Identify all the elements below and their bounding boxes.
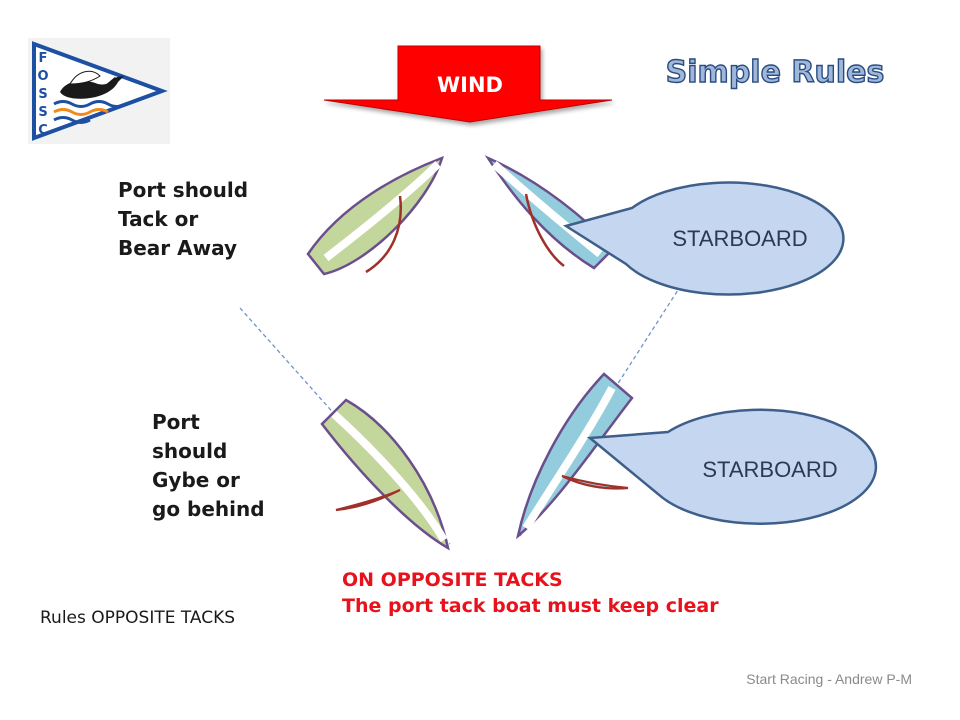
starboard-callout-top: STARBOARD: [562, 181, 845, 296]
starboard-boat-top-sail: [524, 193, 565, 267]
goose-icon: [60, 70, 124, 99]
rule-heading: ON OPPOSITE TACKS: [342, 569, 563, 591]
rule-statement: ON OPPOSITE TACKS The port tack boat mus…: [342, 567, 719, 619]
label-line: Bear Away: [118, 236, 238, 260]
starboard-callout-top-text: STARBOARD: [672, 226, 807, 251]
label-line: go behind: [152, 497, 265, 521]
label-line: Gybe or: [152, 468, 240, 492]
club-logo: F O S S C: [28, 38, 170, 144]
logo-letter: O: [37, 69, 48, 84]
footer-credit: Start Racing - Andrew P-M: [746, 671, 912, 687]
port-boat-bottom-deck-stripe: [331, 411, 448, 543]
starboard-boat-top-deck-stripe: [491, 161, 603, 258]
starboard-boat-bottom: [516, 372, 634, 540]
starboard-callout-bottom-text: STARBOARD: [702, 457, 837, 482]
logo-letter: S: [38, 87, 47, 102]
starboard-boat-top: [484, 155, 616, 270]
label-line: Port should: [118, 178, 249, 202]
port-gybe-or-go-behind-label: Port should Gybe or go behind: [152, 408, 292, 524]
logo-letter: F: [39, 51, 48, 66]
wind-label: WIND: [437, 73, 503, 97]
label-line: Tack or: [118, 207, 199, 231]
label-line: should: [152, 439, 228, 463]
footer-section-label: Rules OPPOSITE TACKS: [40, 608, 236, 628]
port-boat-top: [306, 155, 444, 276]
starboard-callout-bottom: STARBOARD: [586, 408, 878, 526]
starboard-boat-bottom-boom-sail: [561, 474, 629, 490]
logo-wave: [53, 108, 109, 116]
port-boat-top-deck-stripe: [323, 161, 441, 262]
label-line: Port: [152, 410, 200, 434]
port-tack-or-bear-away-label: Port should Tack or Bear Away: [118, 176, 278, 263]
logo-wave: [53, 116, 91, 124]
slide-title: Simple Rules: [666, 55, 885, 90]
port-boat-top-sail: [365, 195, 402, 274]
wind-arrow: [323, 45, 613, 123]
port-boat-bottom: [320, 398, 450, 551]
starboard-boat-bottom-deck-stripe: [522, 386, 616, 531]
logo-letter: S: [38, 105, 47, 120]
rule-text: The port tack boat must keep clear: [342, 595, 719, 617]
port-boat-bottom-boom-sail: [335, 488, 401, 512]
logo-wave: [53, 100, 127, 108]
logo-letter: C: [38, 123, 48, 138]
